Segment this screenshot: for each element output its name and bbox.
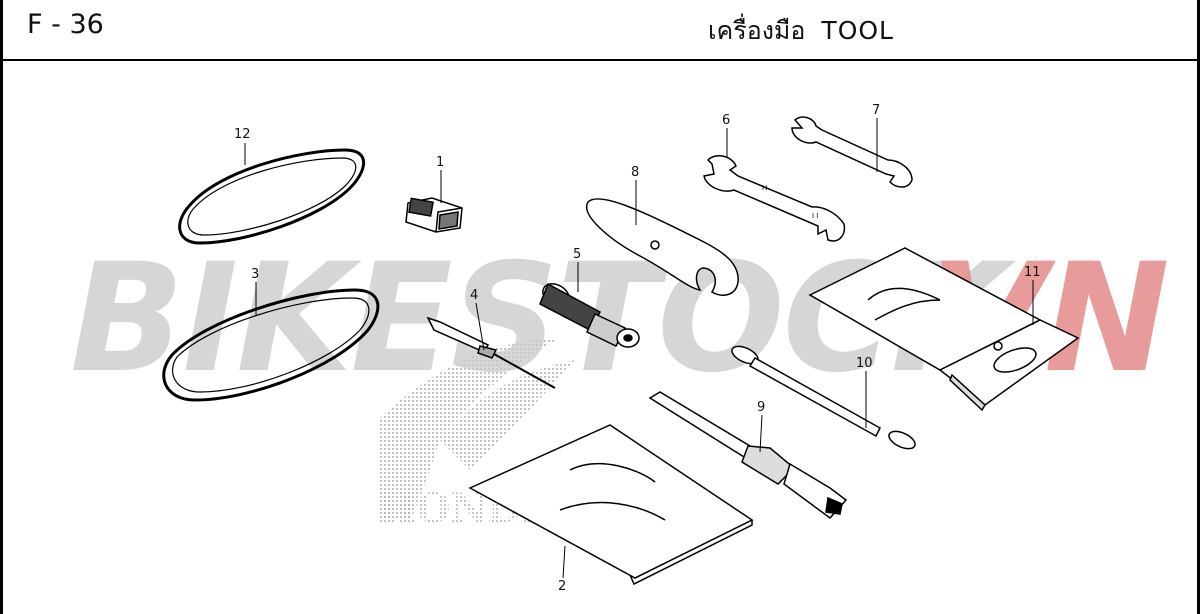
part-5-screwdriver-handle <box>539 282 640 348</box>
part-7-wrench <box>791 116 913 188</box>
callout-12: 12 <box>234 127 251 142</box>
part-2-manual <box>468 424 754 586</box>
title-english: TOOL <box>821 16 894 45</box>
callout-8: 8 <box>631 165 639 180</box>
title-thai: เครื่องมือ <box>708 16 806 45</box>
callout-5: 5 <box>573 247 581 262</box>
page-code: F - 36 <box>27 9 104 40</box>
callout-3: 3 <box>251 267 259 282</box>
part-4-screwdriver <box>426 316 556 389</box>
part-9-plug-wrench <box>648 391 848 520</box>
callout-9: 9 <box>757 400 765 415</box>
callout-numbers: 12 1 3 4 5 6 7 8 9 10 11 2 <box>234 103 1041 594</box>
svg-text:I I: I I <box>812 212 818 220</box>
part-1-connector <box>405 197 463 233</box>
callout-1: 1 <box>436 155 444 170</box>
page-title: เครื่องมือ TOOL <box>708 11 894 51</box>
part-11-tool-bag <box>808 247 1080 412</box>
part-3-band <box>162 288 380 402</box>
callout-2: 2 <box>558 579 566 594</box>
parts-diagram: HONDA BIKESTOCK VN <box>70 103 1170 594</box>
part-12-band <box>178 148 365 245</box>
part-8-hook-wrench <box>585 198 739 296</box>
callout-11: 11 <box>1024 265 1041 280</box>
callout-4: 4 <box>470 288 478 303</box>
callout-10: 10 <box>856 356 873 371</box>
callout-6: 6 <box>722 113 730 128</box>
svg-text:H: H <box>762 184 767 192</box>
part-6-wrench: H I I <box>703 154 846 242</box>
header-bar: F - 36 เครื่องมือ TOOL <box>0 0 1200 61</box>
callout-7: 7 <box>872 103 880 118</box>
part-10-rod <box>731 345 916 450</box>
leader-lines <box>244 118 1034 579</box>
